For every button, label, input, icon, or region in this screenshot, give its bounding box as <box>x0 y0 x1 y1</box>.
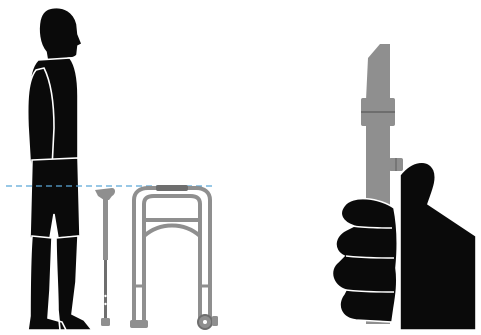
hand-thumb-and-palm <box>400 162 476 330</box>
person-shorts <box>30 158 80 238</box>
person-head <box>39 8 82 64</box>
cane-adjust-hole <box>104 295 106 297</box>
cane-shaft-lower <box>104 260 107 318</box>
walker-frame-inner <box>144 196 200 326</box>
walker-wheel-mount <box>212 316 218 326</box>
walker-top-grip <box>156 185 188 191</box>
adjuster-button <box>389 158 403 171</box>
cane-tip <box>101 318 110 326</box>
walker-wheel-hub <box>203 320 207 324</box>
hand-silhouette <box>332 162 476 330</box>
walking-cane <box>95 188 115 326</box>
walker-foot-left <box>130 320 148 328</box>
cane-shaft-upper <box>103 198 108 260</box>
person-silhouette <box>28 8 92 330</box>
walker <box>134 188 210 326</box>
cane-adjust-hole <box>104 303 106 305</box>
pole-upper-tube <box>366 44 390 100</box>
person-legs <box>28 236 92 330</box>
walker-cross-brace <box>144 226 200 237</box>
hand-fingers <box>332 199 397 322</box>
